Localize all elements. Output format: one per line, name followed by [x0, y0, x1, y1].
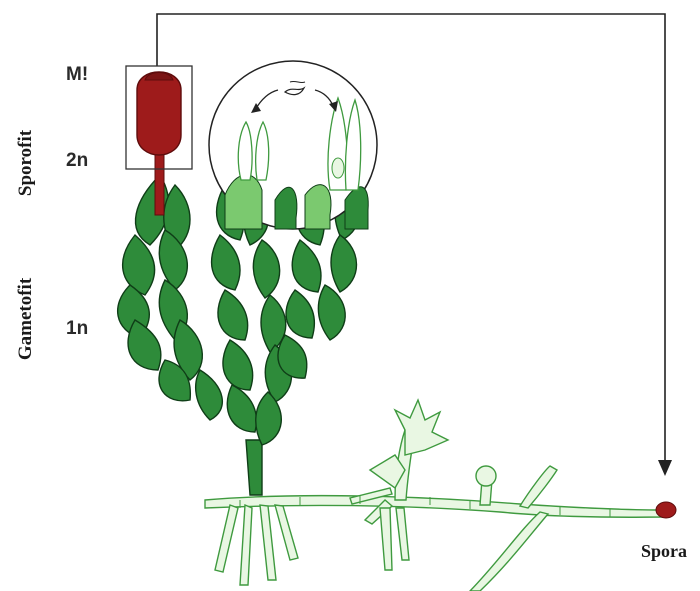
cycle-arrowhead	[658, 460, 672, 476]
ploidy-2n-label: 2n	[66, 150, 88, 172]
spore	[656, 502, 676, 518]
sporophyte-capsule	[137, 72, 181, 155]
spore-label: Spora	[641, 541, 687, 562]
gametophyte-stem	[246, 440, 262, 495]
meiosis-label: M!	[66, 64, 88, 86]
sporophyte-label: Sporofit	[15, 125, 37, 201]
ploidy-1n-label: 1n	[66, 318, 88, 340]
gametophyte-label: Gametofit	[15, 267, 37, 371]
